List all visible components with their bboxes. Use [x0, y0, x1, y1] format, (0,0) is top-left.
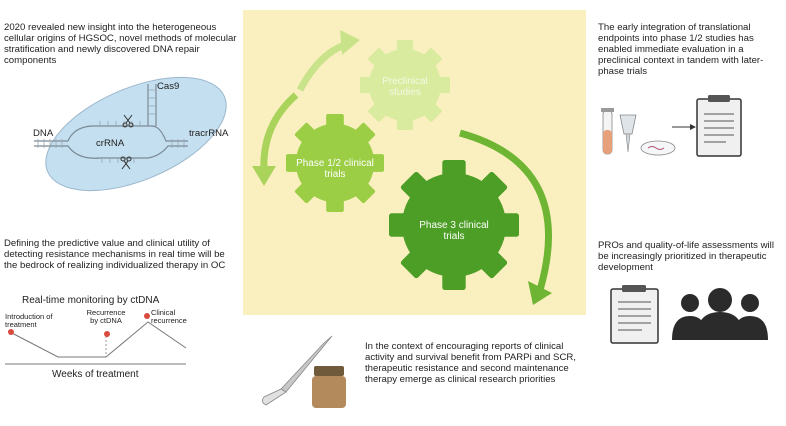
scissors-icon-bottom — [120, 156, 132, 170]
ctdna-chart-title: Real-time monitoring by ctDNA — [22, 295, 160, 306]
annotation-clinical-recurrence: Clinical recurrence — [151, 308, 187, 325]
pipette-icon — [619, 114, 637, 153]
gear-label-phase3: Phase 3 clinical trials — [419, 220, 489, 242]
pros-description: PROs and quality-of-life assessments wil… — [598, 240, 774, 273]
label-tracrrna: tracrRNA — [189, 128, 229, 139]
dna-strand — [34, 84, 188, 159]
label-dna: DNA — [33, 128, 54, 139]
crispr-description: 2020 revealed new insight into the heter… — [4, 22, 237, 66]
marker-clinical-recurrence — [144, 313, 150, 319]
test-tube-icon — [601, 108, 614, 155]
arrow-right-head — [528, 281, 552, 305]
translational-description: The early integration of translational e… — [598, 22, 764, 77]
arrow-top-head — [340, 30, 360, 55]
arrow-left-curve — [260, 92, 299, 171]
label-cas9: Cas9 — [157, 81, 180, 92]
people-group-icon — [672, 288, 768, 340]
clipboard-icon-bottom — [610, 285, 659, 344]
gear-label-preclinical: Preclinical studies — [382, 76, 428, 98]
annotation-recurrence-ctdna: Recurrence by ctDNA — [86, 308, 126, 325]
marker-recurrence-ctdna — [104, 331, 110, 337]
label-crrna: crRNA — [96, 138, 125, 149]
clinical-research-description: In the context of encouraging reports of… — [365, 341, 576, 385]
scissors-icon-top — [122, 114, 134, 128]
cas9-ellipse — [45, 76, 227, 192]
petri-dish-icon — [640, 140, 676, 156]
scalpel-icon — [262, 335, 333, 406]
pill-bottle-icon — [312, 366, 346, 408]
ctdna-x-label: Weeks of treatment — [52, 369, 139, 380]
arrow-right-curve — [459, 129, 552, 291]
ctdna-description: Defining the predictive value and clinic… — [4, 238, 226, 271]
arrow-right-icon — [672, 124, 696, 130]
gear-label-phase12: Phase 1/2 clinical trials — [296, 158, 374, 180]
marker-introduction — [8, 329, 14, 335]
clipboard-icon-top — [696, 95, 742, 157]
arrow-left-head — [252, 166, 276, 186]
annotation-introduction: Introduction of treatment — [5, 312, 53, 329]
